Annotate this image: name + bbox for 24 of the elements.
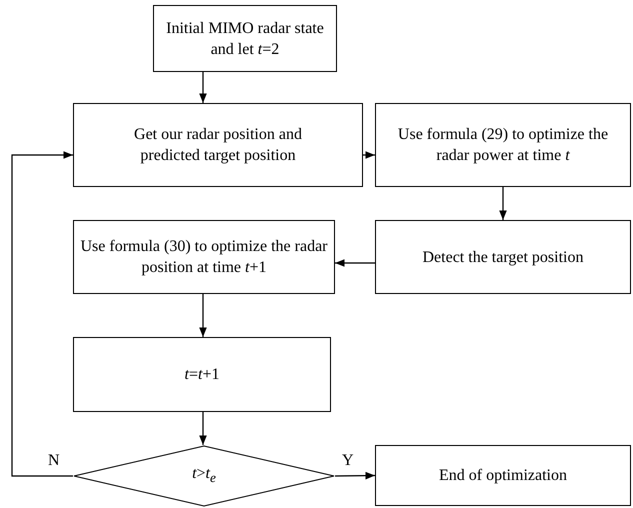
step-text: Detect the target position bbox=[422, 248, 584, 268]
process-box bbox=[375, 445, 631, 506]
arrow bbox=[11, 151, 73, 477]
step-text: End of optimization bbox=[438, 466, 568, 486]
step-text: Use formula (30) to optimize the radar position at time t+1 bbox=[79, 237, 329, 278]
start-box bbox=[153, 5, 337, 72]
arrow bbox=[363, 151, 375, 159]
arrow bbox=[199, 72, 207, 103]
process-box bbox=[375, 103, 631, 187]
process-box bbox=[73, 220, 335, 294]
step-text: Initial MIMO radar state and let t=2 bbox=[165, 18, 325, 60]
arrow bbox=[499, 187, 507, 220]
decision-diamond bbox=[73, 445, 335, 507]
step-text: t=t+1 bbox=[184, 365, 220, 385]
process-box bbox=[375, 220, 631, 294]
arrow bbox=[335, 472, 375, 480]
step-text: t>t$_{e}$ bbox=[191, 464, 217, 488]
arrow bbox=[199, 412, 207, 445]
process-box bbox=[73, 337, 331, 412]
process-box bbox=[73, 103, 363, 187]
arrow bbox=[335, 259, 375, 267]
arrow bbox=[199, 294, 207, 337]
step-text: Get our radar position and predicted target position bbox=[133, 125, 303, 166]
step-text: Use formula (29) to optimize the radar power at time t bbox=[396, 125, 610, 166]
